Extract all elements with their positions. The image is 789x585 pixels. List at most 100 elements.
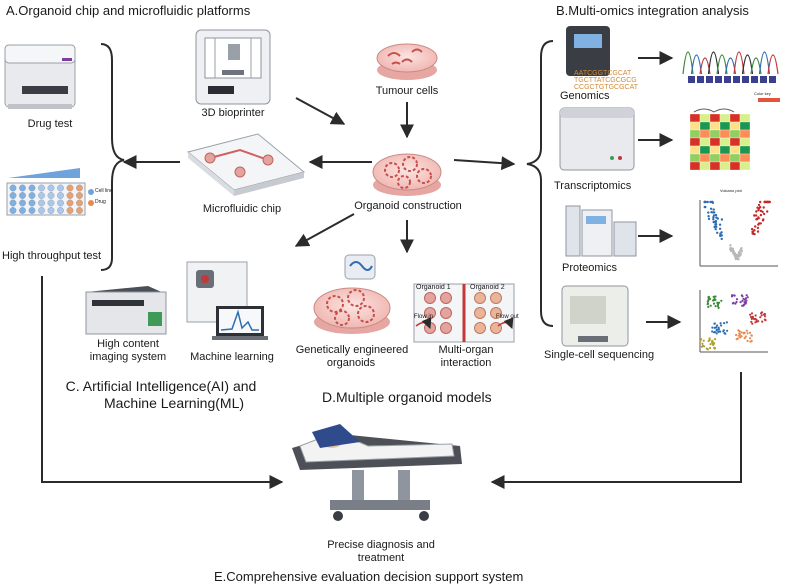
umap-point — [700, 338, 703, 341]
engineered-organoid-icon — [313, 254, 391, 334]
section-b-title: B.Multi-omics integration analysis — [556, 3, 749, 18]
machine-learning-label: Machine learning — [190, 351, 274, 363]
arrow-to-ai — [294, 213, 355, 247]
genomics-label: Genomics — [560, 90, 610, 102]
chromatogram-peak — [767, 54, 779, 75]
umap-point — [725, 321, 729, 324]
umap-point — [701, 342, 704, 345]
umap-point — [737, 334, 740, 337]
heatmap-cell — [699, 113, 711, 123]
umap-point — [715, 332, 718, 335]
volcano-point — [766, 210, 769, 213]
dna-sequence-3: CCGCTGTGCGCAT — [574, 84, 639, 91]
imaging-system-icon — [85, 286, 167, 335]
umap-point — [716, 324, 719, 327]
umap-point — [750, 312, 754, 315]
umap-point — [703, 345, 706, 348]
heatmap-cell — [709, 145, 721, 155]
umap-point — [714, 305, 717, 308]
volcano-point — [759, 200, 762, 204]
umap-point — [754, 317, 757, 321]
umap-point — [717, 328, 720, 331]
microfluidic-chip-icon — [186, 133, 306, 196]
volcano-point — [757, 209, 760, 212]
volcano-point — [755, 218, 758, 221]
arrow-left-to-patient — [41, 276, 284, 489]
volcano-point — [737, 258, 740, 261]
heatmap-cell — [719, 153, 731, 163]
umap-point — [735, 298, 739, 301]
volcano-point — [757, 203, 761, 207]
heatmap-cell — [699, 161, 711, 171]
volcano-point — [707, 217, 711, 221]
volcano-point — [707, 215, 710, 218]
umap-point — [724, 332, 727, 335]
heatmap-cell — [689, 129, 701, 139]
volcano-point — [713, 225, 716, 229]
umap-point — [743, 337, 746, 340]
volcano-point — [706, 200, 709, 204]
base-call-box — [688, 76, 695, 83]
volcano-point — [762, 206, 765, 209]
tumour-cells-label: Tumour cells — [375, 85, 439, 97]
plate-well — [66, 207, 74, 214]
umap-point — [702, 339, 705, 342]
umap-point — [751, 317, 755, 320]
base-call-box — [715, 76, 722, 83]
volcano-point — [714, 228, 717, 231]
plate-well — [47, 184, 55, 192]
dna-sequence-1: AATCGGTCGCAT — [574, 70, 632, 77]
heatmap-cell — [689, 145, 701, 155]
volcano-point — [759, 213, 763, 217]
section-d-title: D.Multiple organoid models — [322, 389, 492, 405]
plate-well — [28, 207, 36, 214]
plate-well — [19, 207, 26, 214]
umap-point — [750, 315, 753, 319]
connector-arrows — [41, 40, 742, 489]
high-throughput-label: High throughput test — [2, 250, 102, 262]
umap-point — [717, 326, 720, 329]
hcis-label-line1: High content — [97, 338, 159, 350]
heatmap-cell — [709, 153, 721, 163]
volcano-point — [704, 205, 707, 209]
volcano-point — [720, 237, 723, 241]
organoid-well — [490, 292, 502, 304]
heatmap-cell — [699, 153, 711, 163]
heatmap-key-label: Color key — [754, 91, 771, 96]
volcano-point — [709, 207, 713, 210]
umap-point — [746, 339, 749, 343]
umap-point — [749, 337, 752, 340]
umap-point — [763, 313, 767, 316]
bioprinter-icon — [195, 29, 271, 105]
single-cell-umap — [699, 290, 768, 353]
umap-point — [751, 322, 754, 325]
plate-well — [76, 199, 83, 207]
transcriptomics-heatmap — [689, 98, 780, 171]
tumour-dish-icon — [376, 43, 438, 80]
plate-well — [38, 199, 45, 207]
well-plate-icon — [6, 168, 94, 216]
volcano-point — [734, 255, 737, 259]
volcano-point — [758, 222, 761, 225]
base-call-box — [706, 76, 713, 83]
heatmap-cell — [689, 153, 701, 163]
organoid-well — [440, 307, 452, 319]
organoid-well — [474, 292, 486, 304]
heatmap-cell — [729, 145, 741, 155]
plate-well — [57, 192, 64, 199]
proteomics-machine-icon — [565, 205, 637, 257]
diagnosis-label-line2: treatment — [357, 552, 405, 564]
volcano-point — [737, 254, 740, 258]
bioprinter-label: 3D bioprinter — [201, 107, 265, 119]
umap-point — [759, 316, 762, 319]
heatmap-cell — [689, 161, 701, 171]
umap-point — [745, 294, 748, 297]
plate-well — [38, 184, 45, 192]
umap-point — [750, 334, 753, 337]
umap-point — [705, 347, 708, 350]
umap-point — [750, 320, 753, 323]
umap-point — [712, 295, 715, 298]
umap-point — [715, 329, 718, 332]
single-cell-label: Single-cell sequencing — [544, 349, 655, 361]
heatmap-cell — [709, 113, 721, 123]
